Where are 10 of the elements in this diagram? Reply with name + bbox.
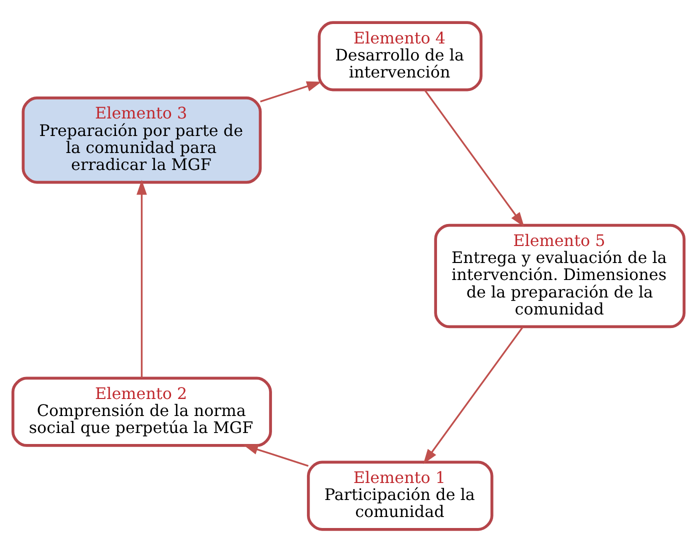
node-box: Elemento 4 Desarrollo de la intervención	[318, 21, 482, 92]
arrow	[243, 444, 309, 467]
arrow	[136, 180, 147, 378]
arrow	[423, 326, 524, 464]
node-box: Elemento 1 Participación de la comunidad	[306, 460, 494, 531]
node-box: Elemento 3 Preparación por parte de la comunidad para erradicar la MGF	[22, 96, 262, 184]
node-box: Elemento 2 Comprensión de la norma social que perpetúa la MGF	[12, 376, 272, 447]
arrow	[424, 90, 524, 228]
arrow	[260, 81, 322, 102]
node-box: Elemento 5 Entrega y evaluación de la intervención. Dimensiones de la preparación de la comunidad	[434, 224, 686, 328]
